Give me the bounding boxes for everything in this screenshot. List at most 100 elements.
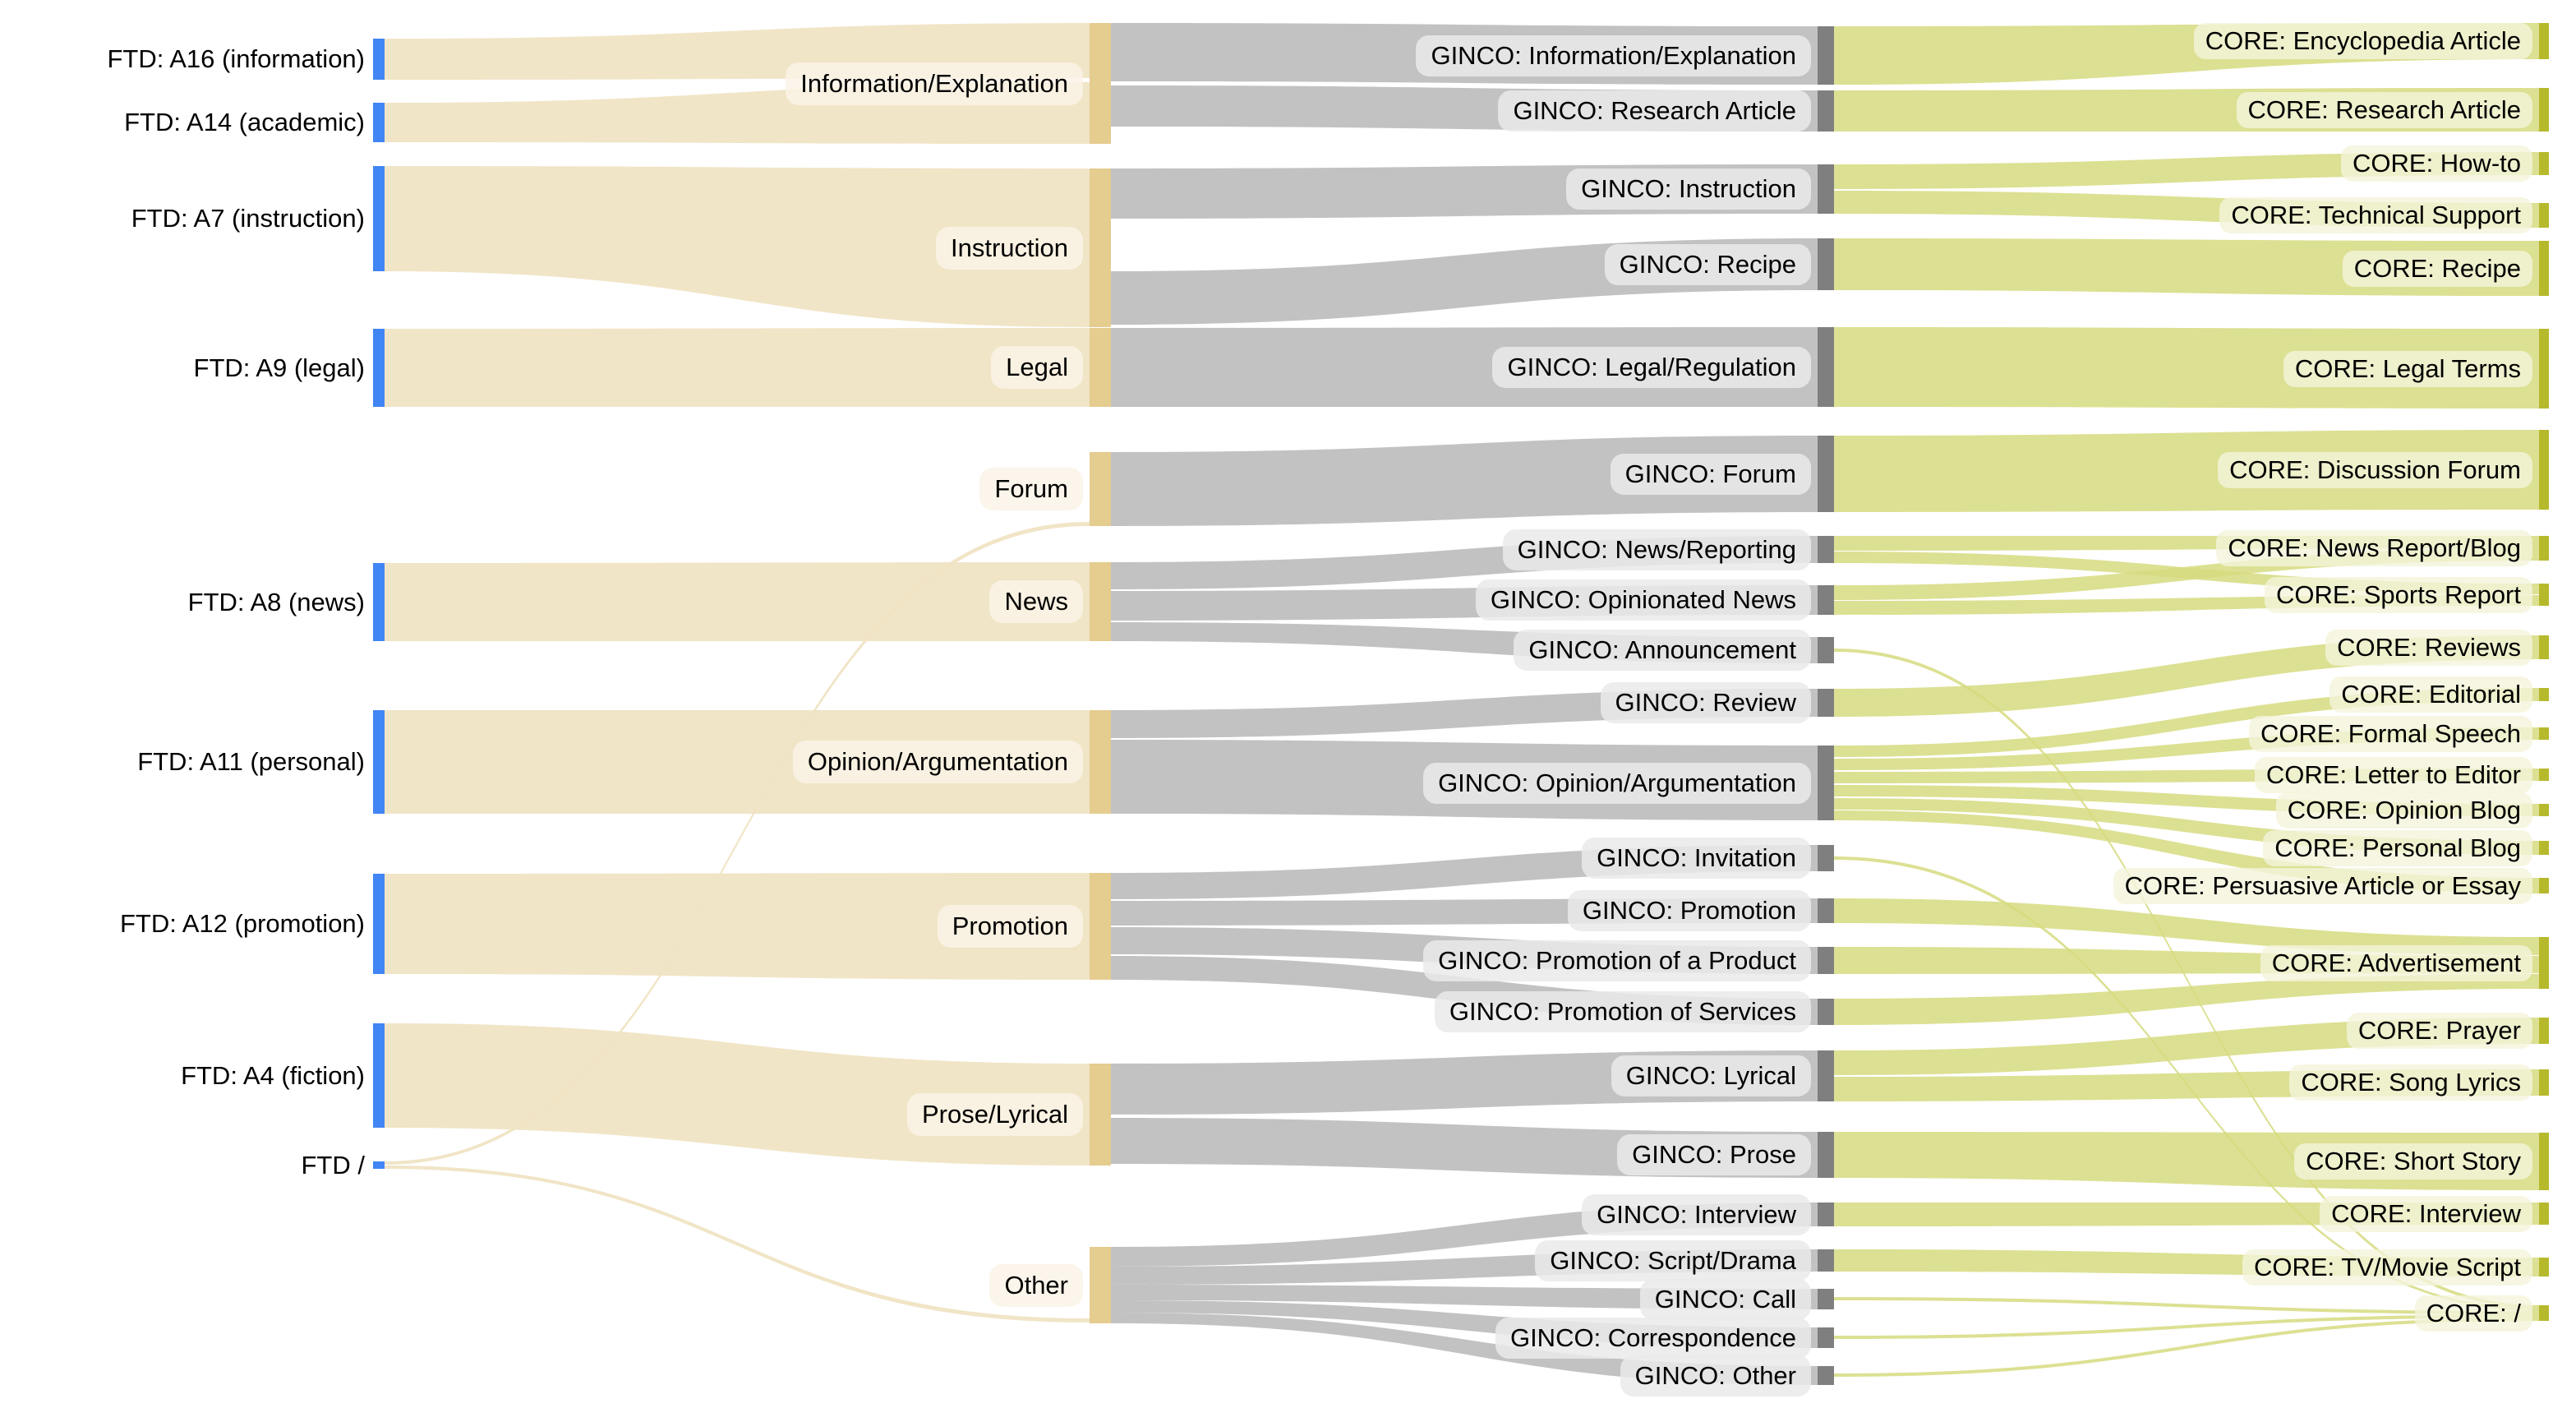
flow-m-instr-to-g-instr: [1111, 164, 1818, 219]
node-c-newsblog: [2539, 536, 2549, 561]
node-g-review: [1818, 689, 1834, 717]
node-m-promo: [1090, 873, 1111, 980]
flow-g-call-to-c-slash: [1834, 1297, 2539, 1314]
node-c-short: [2539, 1133, 2549, 1190]
node-g-opnews: [1818, 585, 1834, 615]
node-m-prose: [1090, 1064, 1111, 1166]
flow-m-legal-to-g-legal: [1111, 327, 1818, 407]
node-g-announce: [1818, 637, 1834, 663]
node-g-prose: [1818, 1132, 1834, 1178]
node-c-editorial: [2539, 688, 2549, 701]
node-g-instr: [1818, 164, 1834, 214]
node-c-recipe: [2539, 241, 2549, 296]
flow-g-recipe-to-c-recipe: [1834, 238, 2539, 296]
node-g-lyrical: [1818, 1050, 1834, 1101]
node-a4: [373, 1023, 385, 1128]
flow-m-instr-to-g-recipe: [1111, 238, 1818, 325]
flow-m-prose-to-g-prose: [1111, 1118, 1818, 1178]
flow-g-forum-to-c-forum: [1834, 430, 2539, 512]
node-m-other: [1090, 1247, 1111, 1323]
node-c-tv: [2539, 1258, 2549, 1276]
flow-ftd-slash-to-m-other: [385, 1166, 1090, 1323]
node-c-speech: [2539, 727, 2549, 740]
node-c-interview: [2539, 1203, 2549, 1225]
node-c-opblog: [2539, 804, 2549, 816]
node-g-product: [1818, 947, 1834, 974]
node-a12: [373, 874, 385, 974]
flow-a4-to-m-prose: [385, 1023, 1090, 1166]
node-g-script: [1818, 1249, 1834, 1272]
flow-g-newsrep-to-c-newsblog: [1834, 536, 2539, 551]
flow-g-script-to-c-tv: [1834, 1249, 2539, 1276]
node-c-tech: [2539, 203, 2549, 228]
flow-a14-to-m-info: [385, 82, 1090, 144]
node-c-ad: [2539, 937, 2549, 989]
flow-m-news-to-g-newsrep: [1111, 536, 1818, 589]
node-m-forum: [1090, 452, 1111, 526]
flow-m-news-to-g-announce: [1111, 622, 1818, 663]
node-a8: [373, 563, 385, 641]
flow-a11-to-m-opinion: [385, 710, 1090, 814]
node-a14: [373, 103, 385, 142]
flow-m-opinion-to-g-review: [1111, 689, 1818, 738]
flow-m-info-to-g-research: [1111, 85, 1818, 132]
node-m-legal: [1090, 328, 1111, 407]
node-a11: [373, 710, 385, 814]
node-c-lyrics: [2539, 1069, 2549, 1096]
node-a9: [373, 329, 385, 407]
flow-m-news-to-g-opnews: [1111, 585, 1818, 621]
node-c-prayer: [2539, 1018, 2549, 1044]
node-g-forum: [1818, 436, 1834, 512]
node-c-letter: [2539, 769, 2549, 781]
flow-a8-to-m-news: [385, 562, 1090, 641]
node-m-opinion: [1090, 710, 1111, 814]
flow-g-research-to-c-research: [1834, 88, 2539, 132]
node-g-research: [1818, 90, 1834, 132]
node-c-sports: [2539, 584, 2549, 606]
flow-a7-to-m-instr: [385, 166, 1090, 327]
flow-m-promo-to-g-promo: [1111, 898, 1818, 926]
node-g-info: [1818, 26, 1834, 85]
flow-a12-to-m-promo: [385, 873, 1090, 980]
node-c-legal: [2539, 329, 2549, 409]
flow-ftd-slash-to-m-forum: [385, 522, 1090, 1165]
node-a16: [373, 39, 385, 80]
flow-g-prose-to-c-short: [1834, 1132, 2539, 1190]
node-c-persblog: [2539, 841, 2549, 855]
node-g-invite: [1818, 845, 1834, 871]
node-g-services: [1818, 999, 1834, 1025]
node-c-forum: [2539, 430, 2549, 510]
flow-m-info-to-g-info: [1111, 23, 1818, 85]
node-c-slash: [2539, 1305, 2549, 1321]
flow-g-instr-to-c-tech: [1834, 191, 2539, 228]
node-c-research: [2539, 88, 2549, 132]
flow-g-info-to-c-ency: [1834, 23, 2539, 85]
flow-m-forum-to-g-forum: [1111, 436, 1818, 526]
flow-m-opinion-to-g-opinion: [1111, 740, 1818, 820]
flow-a9-to-m-legal: [385, 328, 1090, 407]
node-m-instr: [1090, 168, 1111, 327]
node-g-call: [1818, 1289, 1834, 1309]
flow-g-lyrical-to-c-lyrics: [1834, 1069, 2539, 1101]
flow-g-opinion-to-c-letter: [1834, 769, 2539, 783]
flow-g-lyrical-to-c-prayer: [1834, 1018, 2539, 1075]
flow-g-other-to-c-slash: [1834, 1318, 2539, 1377]
node-m-info: [1090, 23, 1111, 144]
node-c-essay: [2539, 878, 2549, 893]
flow-m-promo-to-g-invite: [1111, 845, 1818, 899]
node-g-interview: [1818, 1203, 1834, 1226]
node-g-other: [1818, 1366, 1834, 1385]
flow-g-review-to-c-reviews: [1834, 635, 2539, 717]
node-g-corr: [1818, 1327, 1834, 1348]
node-g-legal: [1818, 327, 1834, 407]
flow-g-promo-to-c-ad: [1834, 898, 2539, 955]
node-g-promo: [1818, 898, 1834, 923]
flow-g-announce-to-c-slash: [1834, 649, 2539, 1309]
flow-g-legal-to-c-legal: [1834, 327, 2539, 409]
node-c-howto: [2539, 152, 2549, 175]
flow-a16-to-m-info: [385, 23, 1090, 80]
flow-g-instr-to-c-howto: [1834, 152, 2539, 189]
node-c-ency: [2539, 23, 2549, 59]
